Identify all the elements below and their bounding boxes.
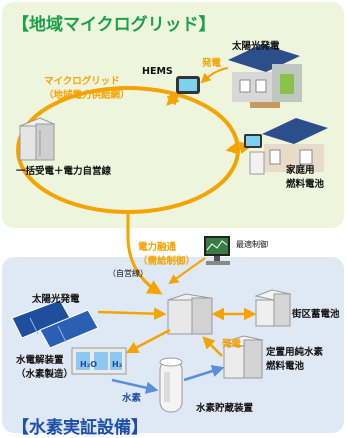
title-microgrid: 【地域マイクログリッド】 xyxy=(12,15,216,35)
arrow-tank-fc xyxy=(183,365,225,382)
bulk-cabinet xyxy=(18,117,56,161)
label-interchange-1: 電力融通 xyxy=(138,242,177,253)
label-power-gen-top: 発電 xyxy=(202,58,222,69)
arrow-monitor xyxy=(168,257,206,285)
electrolyzer xyxy=(71,347,127,375)
arrow-ring-hems xyxy=(166,92,180,106)
label-hems: HEMS xyxy=(142,66,173,77)
label-solar-top: 太陽光発電 xyxy=(232,41,280,52)
label-electrolyzer-1: 水電解装置 xyxy=(16,355,64,366)
title-hydrogen: 【水素実証設備】 xyxy=(12,418,148,438)
arrow-fc-hub xyxy=(202,336,223,357)
label-street-battery: 街区蓄電池 xyxy=(292,309,340,320)
label-h2-storage: 水素貯蔵装置 xyxy=(196,403,254,414)
h2-storage-tank xyxy=(159,357,183,413)
label-private-line: （自営線） xyxy=(108,269,148,278)
label-solar-bottom: 太陽光発電 xyxy=(32,294,80,305)
street-battery xyxy=(254,289,292,327)
label-hydrogen: 水素 xyxy=(122,393,142,404)
label-pure-h2-fc-1: 定置用純水素 xyxy=(266,347,324,358)
label-h2: H₂ xyxy=(112,360,123,369)
label-microgrid-2: （地域電力供給網） xyxy=(44,90,130,101)
label-electrolyzer-2: （水素製造） xyxy=(16,369,74,380)
label-microgrid-1: マイクログリッド xyxy=(44,76,120,87)
label-home-fc-1: 家庭用 xyxy=(286,165,315,176)
arrow-solar-hub xyxy=(97,307,167,320)
label-pure-h2-fc-2: 燃料電池 xyxy=(266,361,305,372)
label-optimal-control: 最適制御 xyxy=(236,240,268,249)
arrow-ring-hub xyxy=(126,212,163,295)
microgrid-panel xyxy=(2,2,344,228)
monitor-pc xyxy=(204,236,230,265)
arrow-hub-electrolyzer xyxy=(125,328,171,354)
solar-panels-bottom xyxy=(11,299,99,349)
label-home-fc-2: 燃料電池 xyxy=(286,179,325,190)
arrow-electrolyzer-tank xyxy=(111,378,159,394)
hub-cabinet xyxy=(167,293,213,335)
label-h2o: H₂O xyxy=(80,360,97,369)
house-solar-top xyxy=(228,44,302,108)
house-fuel-cell xyxy=(244,118,328,175)
label-interchange-2: （需給制御） xyxy=(138,256,196,267)
hems-device xyxy=(176,76,200,94)
label-bulk-receive: 一括受電＋電力自営線 xyxy=(16,166,112,177)
arrow-hems-solar xyxy=(200,67,229,84)
label-power-gen-bottom: 発電 xyxy=(222,339,242,350)
pure-h2-fuel-cell xyxy=(222,335,264,379)
